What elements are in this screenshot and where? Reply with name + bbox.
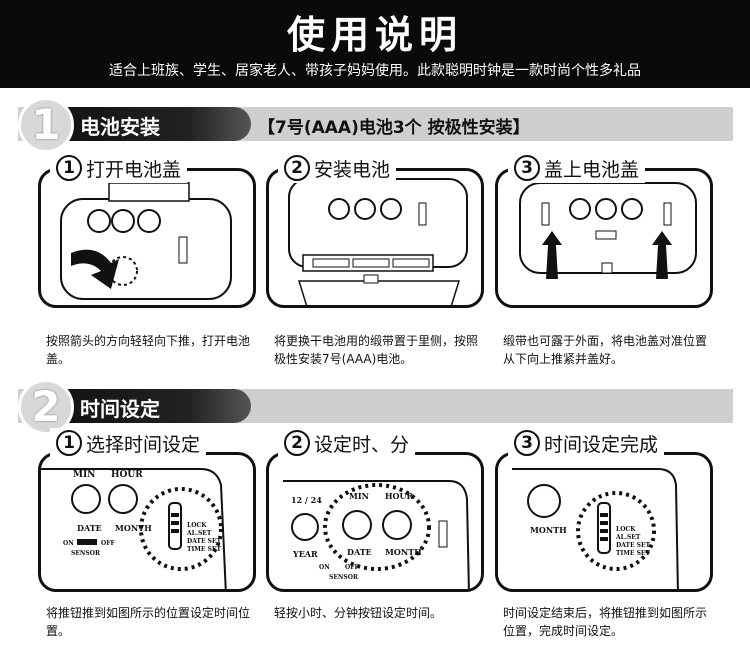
section-bar-time: 2 时间设定 — [18, 379, 733, 435]
label-on: ON — [63, 540, 74, 547]
label-sensor: SENSOR — [71, 550, 101, 557]
label-date: DATE — [347, 547, 372, 557]
panel-select-time-set: MIN HOUR DATE MONTH ON OFF SENSOR LOCK A… — [38, 452, 256, 592]
label-min: MIN — [73, 470, 95, 480]
label-date: DATE — [77, 523, 102, 533]
label-hour: HOUR — [111, 470, 143, 480]
section-number: 1 — [18, 97, 74, 153]
section-note: 【7号(AAA)电池3个 按极性安装】 — [258, 118, 530, 138]
page-subtitle: 适合上班族、学生、居家老人、带孩子妈妈使用。此款聪明时钟是一款时尚个性多礼品 — [109, 63, 641, 79]
label-lock: LOCK — [616, 526, 636, 533]
step-text: 打开电池盖 — [86, 158, 182, 181]
section-label: 时间设定 — [80, 397, 160, 421]
step-text: 盖上电池盖 — [544, 158, 640, 181]
step-title: 2 设定时、分 — [278, 428, 416, 458]
step-text: 时间设定完成 — [544, 433, 659, 456]
step-title: 3 时间设定完成 — [508, 428, 665, 458]
step-number: 2 — [284, 430, 310, 456]
clock-back-illustration — [60, 182, 232, 300]
section-number: 2 — [18, 379, 74, 435]
step-number: 3 — [514, 155, 540, 181]
step-caption: 时间设定结束后，将推钮推到如图所示位置，完成时间设定。 — [503, 606, 708, 638]
label-timeset: TIME SET — [187, 546, 221, 553]
label-on: ON — [319, 564, 330, 571]
label-lock: LOCK — [187, 522, 207, 529]
time-set-complete-illustration: MONTH LOCK AL.SET DATE SET TIME SET — [512, 468, 679, 589]
section-bar-battery: 1 电池安装 【7号(AAA)电池3个 按极性安装】 — [18, 97, 733, 153]
label-min: MIN — [349, 491, 369, 501]
label-month: MONTH — [385, 547, 422, 557]
step-caption: 缎带也可露于外面，将电池盖对准位置从下向上推紧并盖好。 — [503, 334, 708, 366]
section-label: 电池安装 — [80, 115, 160, 139]
header-banner: 使用说明 适合上班族、学生、居家老人、带孩子妈妈使用。此款聪明时钟是一款时尚个性… — [0, 0, 750, 88]
label-dateset: DATE SET — [187, 538, 222, 545]
label-hour: HOUR — [385, 491, 414, 501]
step-title: 1 选择时间设定 — [50, 428, 207, 458]
step-text: 选择时间设定 — [86, 433, 201, 456]
panel-close-battery-cover — [495, 168, 713, 308]
label-month: MONTH — [115, 523, 152, 533]
step-number: 3 — [514, 430, 540, 456]
step-title: 3 盖上电池盖 — [508, 153, 646, 183]
close-cover-illustration — [519, 182, 697, 279]
set-hour-minute-illustration: 12 / 24 MIN HOUR YEAR DATE MONTH ON OFF … — [283, 480, 470, 589]
page-title: 使用说明 — [286, 13, 463, 57]
step-number: 1 — [56, 430, 82, 456]
step-number: 1 — [56, 155, 82, 181]
step-caption: 轻按小时、分钟按钮设定时间。 — [274, 606, 443, 620]
panel-open-battery-cover — [38, 168, 256, 308]
step-caption: 按照箭头的方向轻轻向下推，打开电池盖。 — [46, 334, 251, 366]
label-alset: AL.SET — [186, 530, 212, 537]
step-number: 2 — [284, 155, 310, 181]
step-title: 1 打开电池盖 — [50, 153, 188, 183]
label-dateset: DATE SET — [616, 542, 651, 549]
label-year: YEAR — [292, 549, 318, 559]
label-month: MONTH — [530, 525, 567, 535]
label-off: OFF — [101, 540, 115, 547]
step-text: 安装电池 — [314, 158, 391, 181]
label-sensor: SENSOR — [329, 574, 359, 581]
step-caption: 将推钮推到如图所示的位置设定时间位置。 — [46, 606, 251, 638]
battery-install-illustration — [288, 178, 468, 305]
panel-time-set-complete: MONTH LOCK AL.SET DATE SET TIME SET — [495, 452, 713, 592]
panel-install-battery — [266, 168, 484, 308]
label-timeset: TIME SET — [616, 550, 650, 557]
label-off: OFF — [345, 564, 359, 571]
panel-set-hour-minute: 12 / 24 MIN HOUR YEAR DATE MONTH ON OFF … — [266, 452, 484, 592]
label-alset: AL.SET — [615, 534, 641, 541]
step-title: 2 安装电池 — [278, 153, 397, 183]
select-time-illustration: MIN HOUR DATE MONTH ON OFF SENSOR LOCK A… — [41, 468, 227, 589]
label-mode: 12 / 24 — [291, 495, 322, 505]
step-caption: 将更换干电池用的缎带置于里侧，按照极性安装7号(AAA)电池。 — [274, 334, 479, 366]
step-text: 设定时、分 — [314, 433, 410, 456]
